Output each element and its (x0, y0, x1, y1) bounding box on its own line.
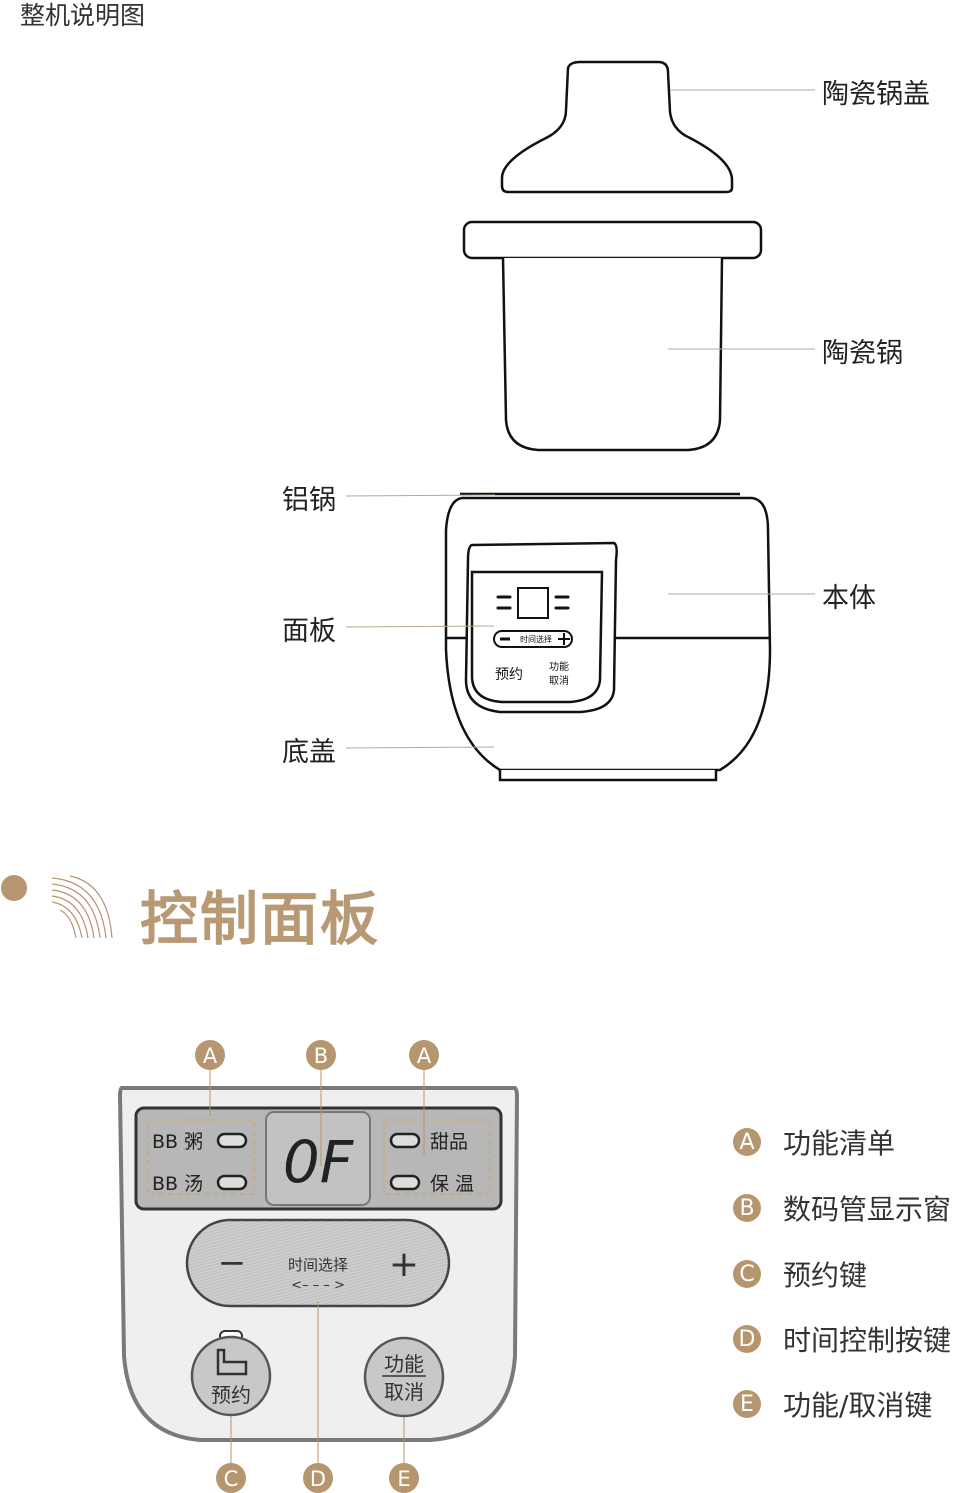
legend-item: E 功能/取消键 (733, 1384, 932, 1424)
control-panel-diagram: 0F BB 粥 BB 汤 甜品 保 温 − + 时间选择 <– – – > 预约… (117, 1040, 520, 1493)
cancel-label: 取消 (384, 1380, 424, 1404)
arrow-icon: <– – – > (291, 1278, 345, 1293)
legend-label: 功能清单 (783, 1127, 896, 1160)
small-reserve-label: 预约 (495, 667, 523, 683)
marker-lines (209, 1070, 425, 1464)
reserve-button[interactable] (190, 1335, 272, 1417)
minus-icon: − (218, 1243, 247, 1283)
section-decoration-icon (1, 875, 113, 939)
legend-item: C 预约键 (733, 1254, 867, 1294)
legend-badge: E (733, 1390, 761, 1418)
function-cancel-button[interactable] (363, 1336, 445, 1418)
legend-label: 数码管显示窗 (783, 1193, 952, 1226)
time-select-label: 时间选择 (288, 1256, 348, 1274)
legend-label: 功能/取消键 (783, 1389, 933, 1422)
legend-item: D 时间控制按键 (733, 1319, 951, 1359)
marker-e: E (397, 1467, 410, 1491)
legend-item: A 功能清单 (733, 1122, 895, 1162)
legend-badge: C (733, 1260, 761, 1288)
legend-badge: B (733, 1194, 761, 1222)
label-ceramic-lid: 陶瓷锅盖 (822, 79, 930, 110)
marker-b: B (314, 1044, 328, 1068)
mode-bb-porridge: BB 粥 (152, 1131, 203, 1153)
function-label: 功能 (384, 1352, 424, 1376)
marker-c: C (224, 1467, 239, 1491)
mode-keep-warm: 保 温 (430, 1173, 474, 1195)
product-diagram: 时间选择 预约 功能 取消 (345, 60, 815, 782)
digital-display (265, 1111, 371, 1206)
legend-badge: D (733, 1325, 761, 1353)
base-body-drawing (444, 492, 772, 782)
legend-item: B 数码管显示窗 (733, 1188, 951, 1228)
mode-dessert: 甜品 (430, 1131, 468, 1153)
marker-a-left: A (203, 1044, 218, 1068)
section-title: 控制面板 (140, 885, 381, 953)
ceramic-pot-drawing (462, 220, 763, 452)
label-bottom-cover: 底盖 (282, 737, 336, 768)
indicator-lights (216, 1132, 421, 1191)
marker-d: D (310, 1467, 326, 1491)
plus-icon: + (389, 1244, 419, 1285)
legend-badge: A (733, 1128, 761, 1156)
label-body: 本体 (822, 583, 876, 614)
leader-lines (345, 89, 815, 749)
small-time-select-label: 时间选择 (520, 634, 552, 644)
mode-bb-soup: BB 汤 (152, 1173, 203, 1195)
label-ceramic-pot: 陶瓷锅 (822, 338, 903, 369)
label-panel: 面板 (282, 616, 336, 647)
ceramic-lid-drawing (500, 60, 734, 194)
diagram-caption: 整机说明图 (20, 1, 146, 30)
legend-label: 时间控制按键 (783, 1324, 952, 1357)
hand-icon (216, 1348, 248, 1376)
small-function-label: 功能 (549, 660, 569, 673)
reserve-label: 预约 (211, 1383, 251, 1407)
label-aluminum-pot: 铝锅 (282, 485, 336, 516)
legend-label: 预约键 (783, 1259, 868, 1292)
markers: A B A C D E (195, 1040, 439, 1493)
small-cancel-label: 取消 (549, 674, 569, 687)
marker-a-right: A (417, 1044, 432, 1068)
display-value: 0F (283, 1128, 355, 1196)
